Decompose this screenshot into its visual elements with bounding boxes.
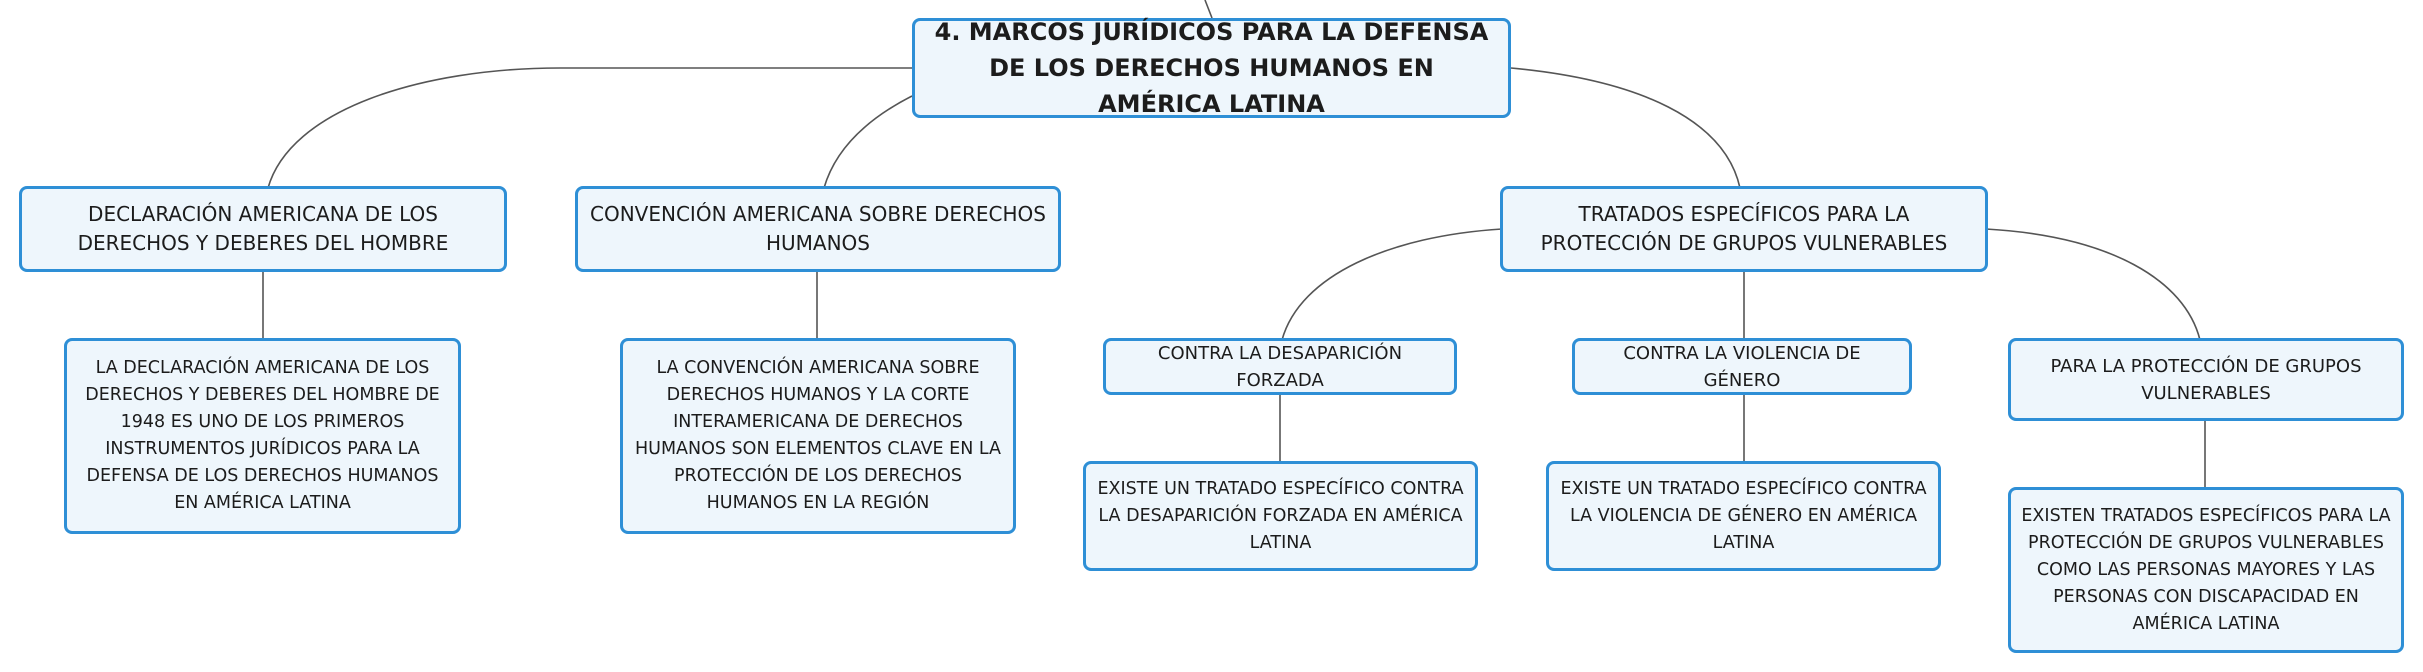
detail-violencia-genero-text: EXISTE UN TRATADO ESPECÍFICO CONTRA LA V… [1560,478,1927,553]
subtopic-grupos-vulnerables-label: PARA LA PROTECCIÓN DE GRUPOS VULNERABLES [2050,355,2362,404]
detail-declaracion-text: LA DECLARACIÓN AMERICANA DE LOS DERECHOS… [85,358,440,513]
subtopic-violencia-genero-label: CONTRA LA VIOLENCIA DE GÉNERO [1623,342,1861,391]
detail-convencion-text: LA CONVENCIÓN AMERICANA SOBRE DERECHOS H… [634,358,1001,513]
branch-declaracion[interactable]: DECLARACIÓN AMERICANA DE LOS DERECHOS Y … [19,186,507,272]
detail-desaparicion-forzada-text: EXISTE UN TRATADO ESPECÍFICO CONTRA LA D… [1097,478,1464,553]
detail-convencion[interactable]: LA CONVENCIÓN AMERICANA SOBRE DERECHOS H… [620,338,1016,534]
connector-branch-3-sub-3 [1985,228,2201,341]
subtopic-violencia-genero[interactable]: CONTRA LA VIOLENCIA DE GÉNERO [1572,338,1912,395]
subtopic-desaparicion-forzada[interactable]: CONTRA LA DESAPARICIÓN FORZADA [1103,338,1457,395]
branch-tratados[interactable]: TRATADOS ESPECÍFICOS PARA LA PROTECCIÓN … [1500,186,1988,272]
branch-convencion-label: CONVENCIÓN AMERICANA SOBRE DERECHOS HUMA… [590,202,1046,255]
root-topic-label: 4. MARCOS JURÍDICOS PARA LA DEFENSA DE L… [934,18,1489,118]
detail-desaparicion-forzada[interactable]: EXISTE UN TRATADO ESPECÍFICO CONTRA LA D… [1083,461,1478,571]
branch-declaracion-label: DECLARACIÓN AMERICANA DE LOS DERECHOS Y … [77,202,449,255]
connector-root-branch-3 [1510,67,1741,189]
connector-root-branch-1 [267,67,912,189]
detail-grupos-vulnerables-text: EXISTEN TRATADOS ESPECÍFICOS PARA LA PRO… [2021,505,2391,634]
branch-convencion[interactable]: CONVENCIÓN AMERICANA SOBRE DERECHOS HUMA… [575,186,1061,272]
detail-declaracion[interactable]: LA DECLARACIÓN AMERICANA DE LOS DERECHOS… [64,338,461,534]
detail-violencia-genero[interactable]: EXISTE UN TRATADO ESPECÍFICO CONTRA LA V… [1546,461,1941,571]
connector-root-branch-2 [823,95,913,189]
detail-grupos-vulnerables[interactable]: EXISTEN TRATADOS ESPECÍFICOS PARA LA PRO… [2008,487,2404,653]
subtopic-grupos-vulnerables[interactable]: PARA LA PROTECCIÓN DE GRUPOS VULNERABLES [2008,338,2404,421]
root-topic[interactable]: 4. MARCOS JURÍDICOS PARA LA DEFENSA DE L… [912,18,1511,118]
connector-branch-3-sub-1 [1281,228,1503,341]
branch-tratados-label: TRATADOS ESPECÍFICOS PARA LA PROTECCIÓN … [1540,202,1948,255]
connector-root-top [1204,0,1213,19]
subtopic-desaparicion-forzada-label: CONTRA LA DESAPARICIÓN FORZADA [1157,342,1403,391]
